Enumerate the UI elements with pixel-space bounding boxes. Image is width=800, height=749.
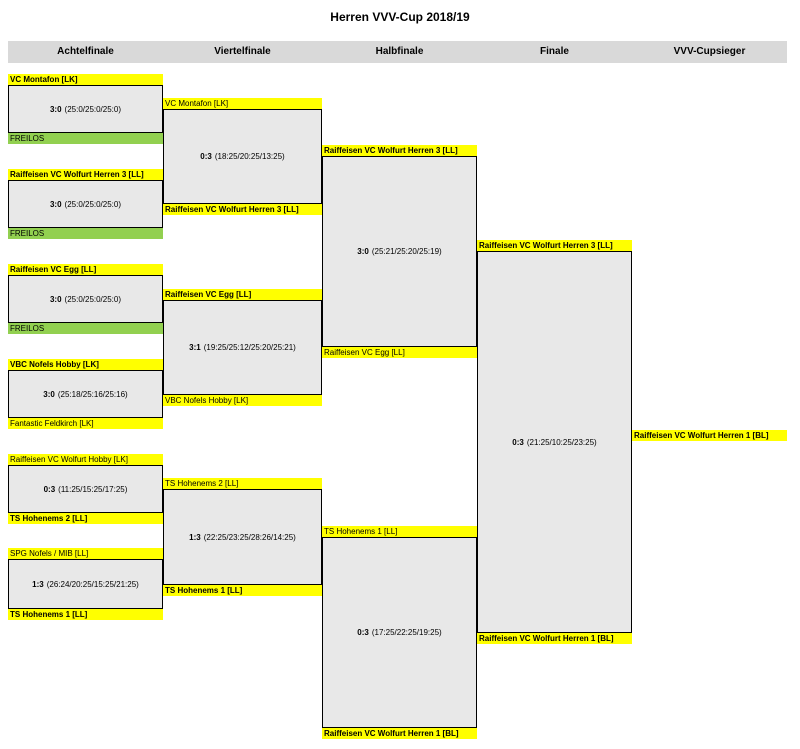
qf-m3-result: 1:3 (22:25/23:25/28:26/14:25) <box>163 489 322 585</box>
r16-m1-score: 3:0 <box>49 104 62 114</box>
r16-m2-team-top: Raiffeisen VC Wolfurt Herren 3 [LL] <box>8 169 163 180</box>
qf-m1-result: 0:3 (18:25/20:25/13:25) <box>163 109 322 204</box>
r16-m6-score: 1:3 <box>32 579 44 589</box>
r16-m1-team-top: VC Montafon [LK] <box>8 74 163 85</box>
sf-m1-team-top: Raiffeisen VC Wolfurt Herren 3 [LL] <box>322 145 477 156</box>
r16-m5-team-bottom: TS Hohenems 2 [LL] <box>8 513 163 524</box>
r16-m5-team-top: Raiffeisen VC Wolfurt Hobby [LK] <box>8 454 163 465</box>
r16-m3-sets: (25:0/25:0/25:0) <box>64 294 122 304</box>
r16-m6-result: 1:3 (26:24/20:25/15:25/21:25) <box>8 559 163 609</box>
r16-m1-team-bottom: FREILOS <box>8 133 163 144</box>
r16-m2-score: 3:0 <box>49 199 62 209</box>
column-header-viertelfinale: Viertelfinale <box>214 46 271 57</box>
header-bar <box>8 41 787 63</box>
column-header-halbfinale: Halbfinale <box>375 46 424 57</box>
r16-m4-score: 3:0 <box>43 389 55 399</box>
sf-m1-sets: (25:21/25:20/25:19) <box>371 247 442 256</box>
final-sets: (21:25/10:25/23:25) <box>526 437 597 447</box>
qf-m2-sets: (19:25/25:12/25:20/25:21) <box>203 343 296 352</box>
r16-m2-sets: (25:0/25:0/25:0) <box>64 199 122 209</box>
qf-m1-sets: (18:25/20:25/13:25) <box>214 152 285 161</box>
r16-m4-team-top: VBC Nofels Hobby [LK] <box>8 359 163 370</box>
qf-m1-team-bottom: Raiffeisen VC Wolfurt Herren 3 [LL] <box>163 204 322 215</box>
sf-m2-team-bottom: Raiffeisen VC Wolfurt Herren 1 [BL] <box>322 728 477 739</box>
qf-m2-result: 3:1 (19:25/25:12/25:20/25:21) <box>163 300 322 395</box>
final-team-top: Raiffeisen VC Wolfurt Herren 3 [LL] <box>477 240 632 251</box>
r16-m2-result: 3:0 (25:0/25:0/25:0) <box>8 180 163 228</box>
r16-m1-result: 3:0 (25:0/25:0/25:0) <box>8 85 163 133</box>
qf-m2-score: 3:1 <box>189 343 201 352</box>
r16-m6-team-top: SPG Nofels / MIB [LL] <box>8 548 163 559</box>
column-header-cupsieger: VVV-Cupsieger <box>673 46 746 57</box>
r16-m3-result: 3:0 (25:0/25:0/25:0) <box>8 275 163 323</box>
sf-m1-team-bottom: Raiffeisen VC Egg [LL] <box>322 347 477 358</box>
qf-m2-team-bottom: VBC Nofels Hobby [LK] <box>163 395 322 406</box>
sf-m2-team-top: TS Hohenems 1 [LL] <box>322 526 477 537</box>
r16-m3-team-bottom: FREILOS <box>8 323 163 334</box>
qf-m3-team-bottom: TS Hohenems 1 [LL] <box>163 585 322 596</box>
column-header-finale: Finale <box>540 46 569 57</box>
qf-m2-team-top: Raiffeisen VC Egg [LL] <box>163 289 322 300</box>
r16-m2-team-bottom: FREILOS <box>8 228 163 239</box>
r16-m5-result: 0:3 (11:25/15:25/17:25) <box>8 465 163 513</box>
qf-m1-team-top: VC Montafon [LK] <box>163 98 322 109</box>
final-result: 0:3 (21:25/10:25/23:25) <box>477 251 632 633</box>
r16-m3-score: 3:0 <box>49 294 62 304</box>
page-title: Herren VVV-Cup 2018/19 <box>330 10 470 24</box>
r16-m5-score: 0:3 <box>43 484 56 494</box>
sf-m2-result: 0:3 (17:25/22:25/19:25) <box>322 537 477 728</box>
sf-m2-score: 0:3 <box>357 628 369 637</box>
final-score: 0:3 <box>512 437 524 447</box>
qf-m3-sets: (22:25/23:25/28:26/14:25) <box>203 532 296 542</box>
r16-m1-sets: (25:0/25:0/25:0) <box>64 104 122 114</box>
r16-m3-team-top: Raiffeisen VC Egg [LL] <box>8 264 163 275</box>
final-team-bottom: Raiffeisen VC Wolfurt Herren 1 [BL] <box>477 633 632 644</box>
cup-winner: Raiffeisen VC Wolfurt Herren 1 [BL] <box>632 430 787 441</box>
column-header-achtelfinale: Achtelfinale <box>57 46 114 57</box>
r16-m5-sets: (11:25/15:25/17:25) <box>58 484 128 494</box>
r16-m6-team-bottom: TS Hohenems 1 [LL] <box>8 609 163 620</box>
r16-m6-sets: (26:24/20:25/15:25/21:25) <box>46 579 139 589</box>
r16-m4-team-bottom: Fantastic Feldkirch [LK] <box>8 418 163 429</box>
r16-m4-sets: (25:18/25:16/25:16) <box>57 389 128 399</box>
qf-m3-team-top: TS Hohenems 2 [LL] <box>163 478 322 489</box>
qf-m1-score: 0:3 <box>200 152 212 161</box>
sf-m1-score: 3:0 <box>357 247 369 256</box>
sf-m2-sets: (17:25/22:25/19:25) <box>371 628 442 637</box>
r16-m4-result: 3:0 (25:18/25:16/25:16) <box>8 370 163 418</box>
sf-m1-result: 3:0 (25:21/25:20/25:19) <box>322 156 477 347</box>
qf-m3-score: 1:3 <box>189 532 201 542</box>
